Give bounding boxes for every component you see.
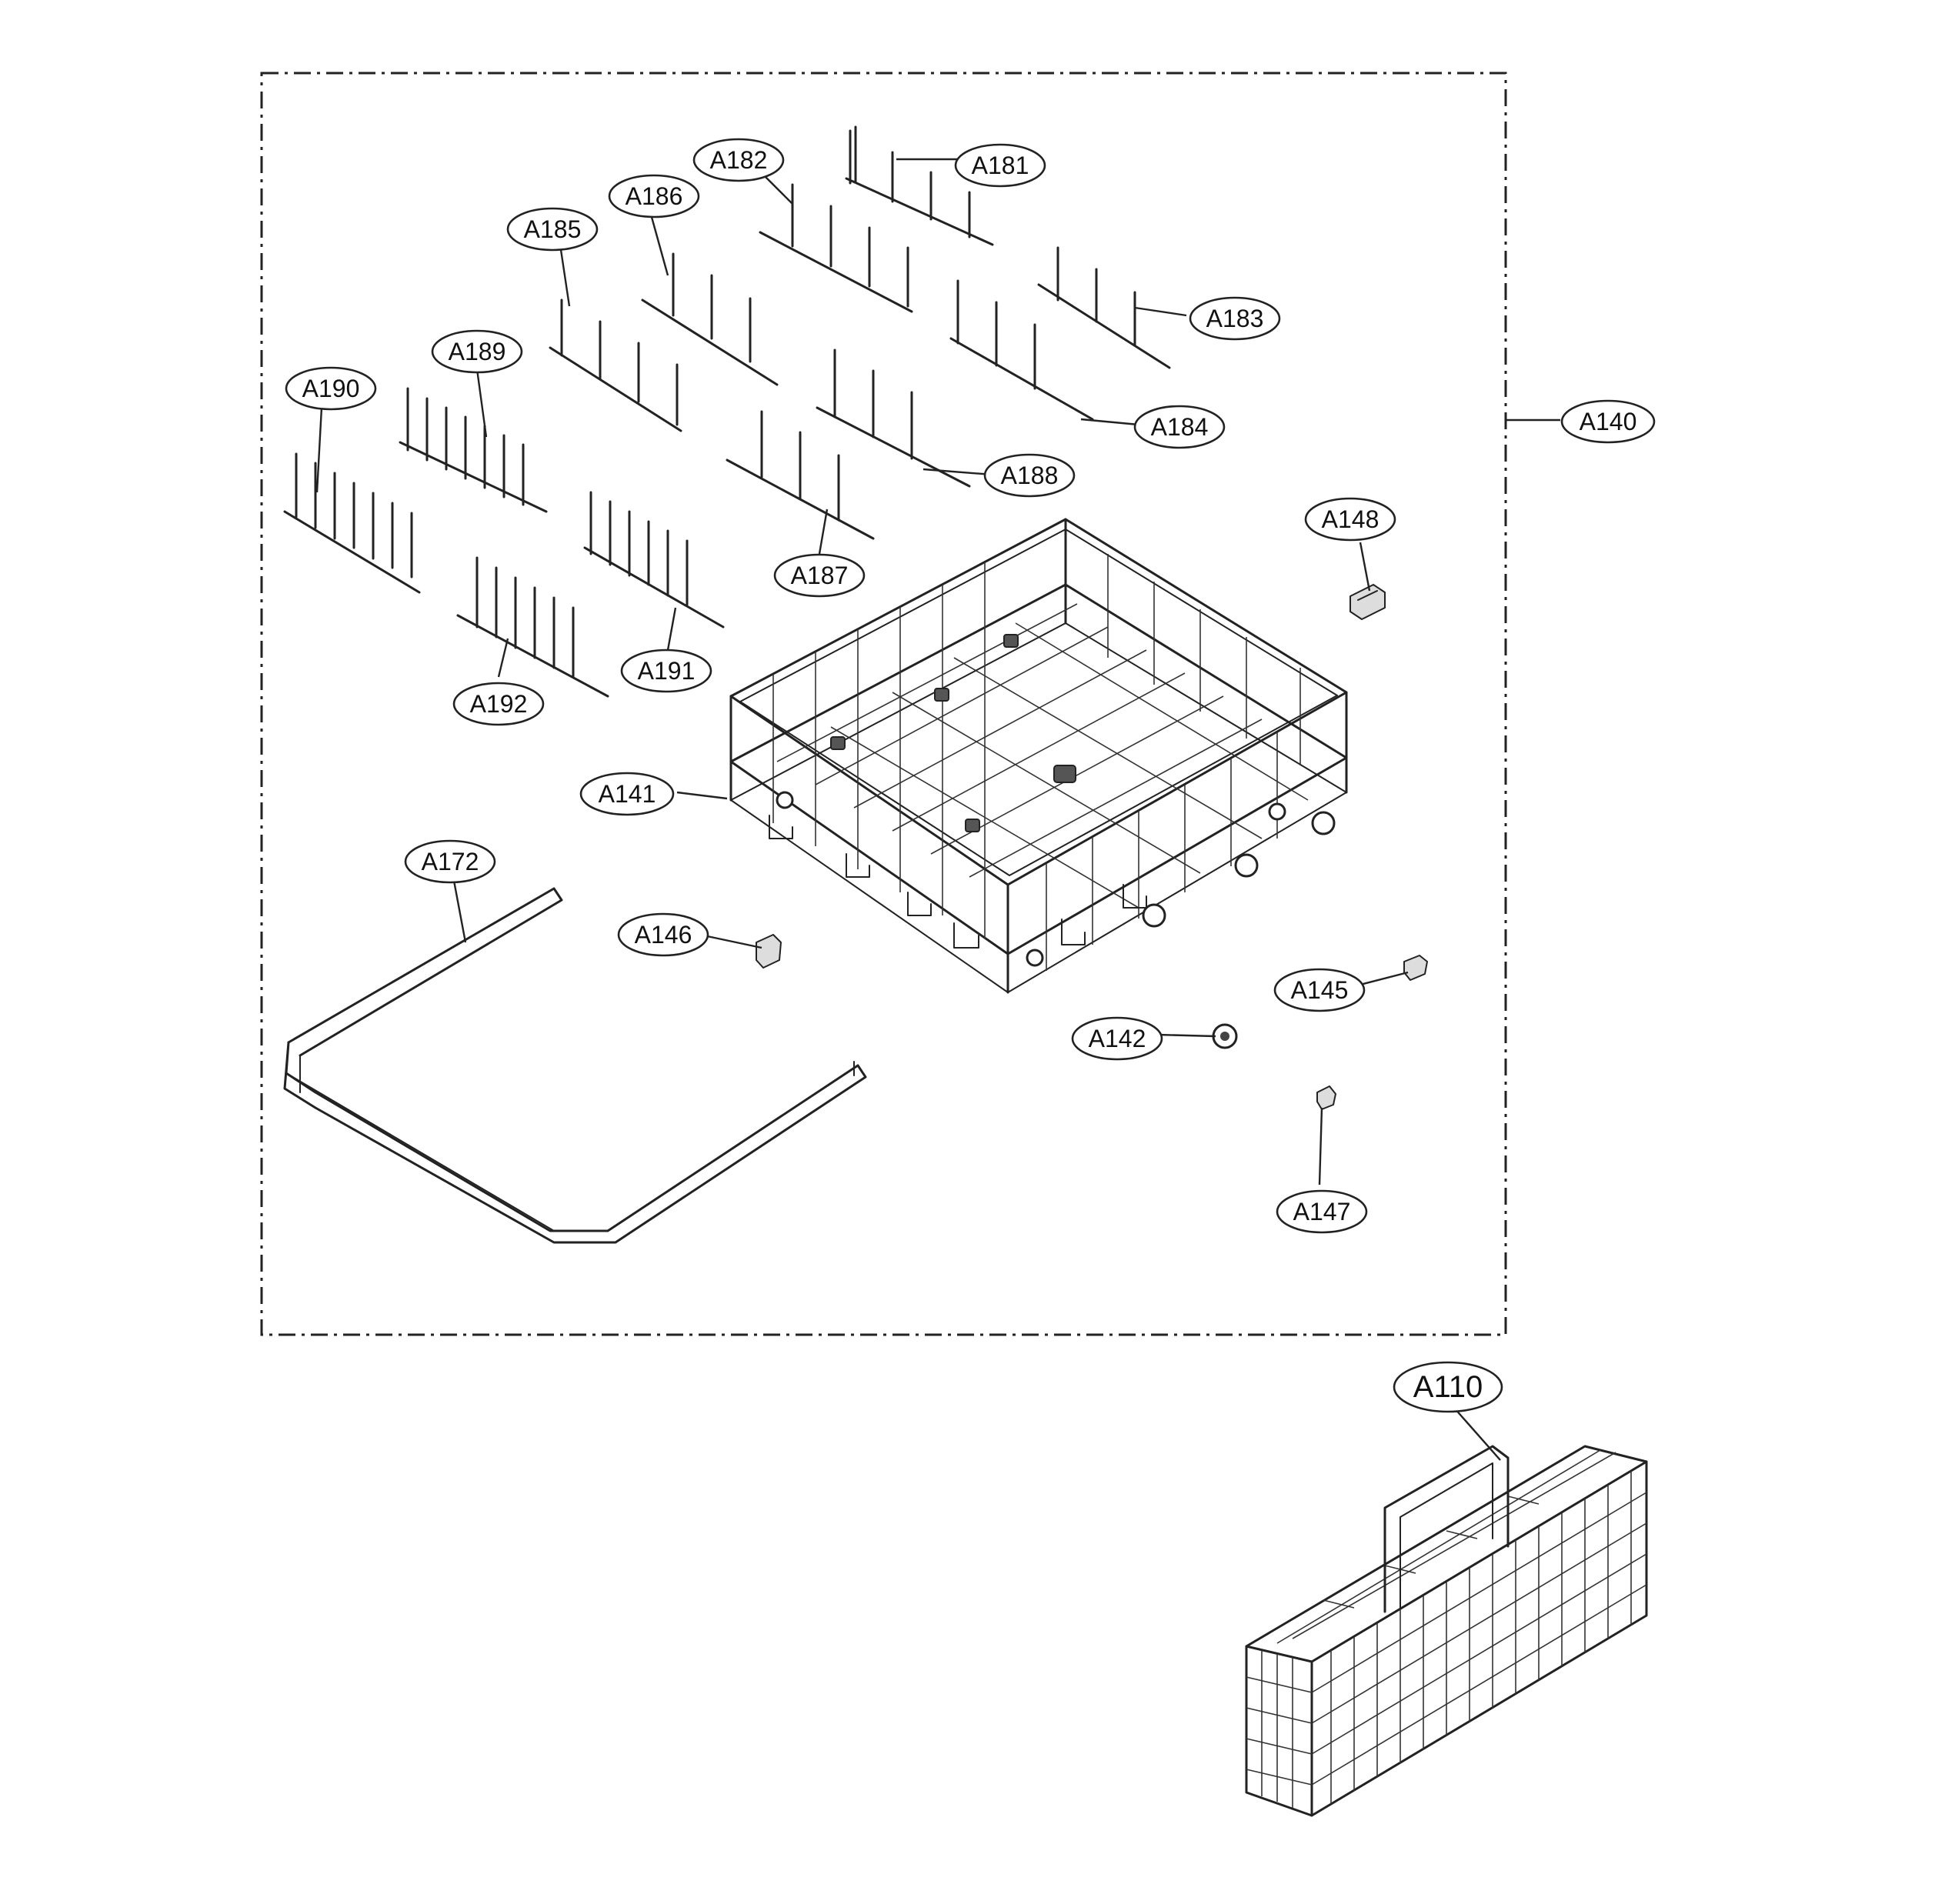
callout-a189: A189: [431, 329, 523, 374]
svg-text:A181: A181: [972, 152, 1029, 179]
svg-text:A145: A145: [1291, 976, 1349, 1004]
tine-row-a181: [845, 125, 994, 246]
tine-row-a182: [759, 183, 913, 313]
callout-a182: A182: [692, 138, 785, 182]
callout-a185: A185: [506, 207, 599, 252]
callout-a187: A187: [773, 553, 866, 598]
svg-text:A183: A183: [1206, 305, 1264, 332]
callout-a172: A172: [404, 839, 496, 884]
lower-rack-a141: [729, 518, 1348, 994]
tine-row-a184: [949, 279, 1094, 421]
tine-row-a188: [816, 348, 971, 488]
svg-text:A186: A186: [626, 182, 683, 210]
tine-row-a187: [726, 410, 875, 540]
svg-text:A140: A140: [1580, 408, 1637, 435]
tine-row-a189: [399, 387, 548, 513]
callout-a110: A110: [1393, 1361, 1503, 1413]
svg-text:A188: A188: [1001, 462, 1059, 489]
clip-a146: [756, 934, 782, 969]
tine-row-a186: [641, 252, 779, 386]
svg-text:A189: A189: [449, 338, 506, 365]
callout-a186: A186: [608, 174, 700, 218]
clip-a148: [1349, 584, 1386, 620]
clip-a145: [1403, 955, 1428, 981]
svg-text:A190: A190: [302, 375, 360, 402]
cutlery-basket-a110: [1245, 1445, 1648, 1817]
callout-a147: A147: [1276, 1189, 1368, 1234]
svg-text:A146: A146: [635, 921, 692, 949]
svg-text:A182: A182: [710, 146, 768, 174]
assembly-boundary-frame: [260, 72, 1507, 1336]
svg-text:A141: A141: [599, 780, 656, 808]
callout-a188: A188: [983, 453, 1076, 498]
wheel-a142: [1212, 1023, 1238, 1049]
tine-row-a183: [1037, 246, 1171, 369]
svg-text:A110: A110: [1413, 1370, 1483, 1404]
tine-row-a190: [283, 452, 421, 594]
svg-text:A147: A147: [1293, 1198, 1351, 1225]
svg-text:A185: A185: [524, 215, 582, 243]
callout-a192: A192: [452, 682, 545, 726]
svg-text:A148: A148: [1322, 505, 1380, 533]
rack-wheels: [776, 791, 1336, 967]
svg-text:A142: A142: [1089, 1025, 1146, 1052]
rail-a172: [283, 887, 867, 1244]
clip-a147: [1316, 1085, 1336, 1110]
svg-text:A191: A191: [638, 657, 696, 685]
svg-text:A184: A184: [1151, 413, 1209, 441]
callout-a181: A181: [954, 143, 1046, 188]
callout-a191: A191: [620, 649, 712, 693]
svg-text:A192: A192: [470, 690, 528, 718]
callout-a146: A146: [617, 912, 709, 957]
tine-row-a191: [583, 491, 725, 629]
callout-a190: A190: [285, 366, 377, 411]
tine-row-a192: [456, 556, 609, 698]
callout-a140: A140: [1560, 399, 1656, 444]
callout-a141: A141: [579, 772, 675, 816]
svg-text:A187: A187: [791, 562, 849, 589]
callout-a183: A183: [1189, 296, 1281, 341]
tine-row-a185: [549, 298, 682, 432]
callout-a184: A184: [1133, 405, 1226, 449]
callout-a142: A142: [1071, 1016, 1163, 1061]
callout-a148: A148: [1304, 497, 1396, 542]
svg-text:A172: A172: [422, 848, 479, 875]
callout-a145: A145: [1273, 968, 1366, 1012]
